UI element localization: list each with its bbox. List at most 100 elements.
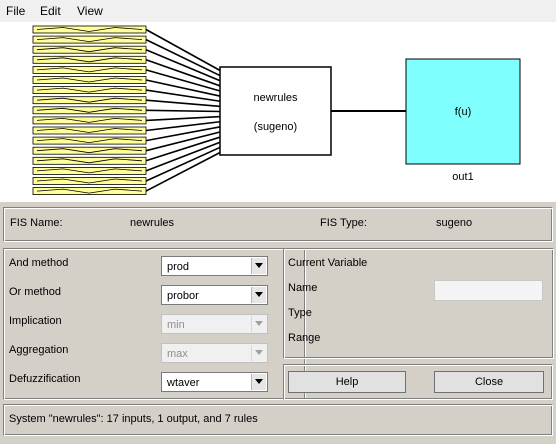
chevron-down-icon [251, 316, 266, 332]
input-variable-box[interactable] [32, 156, 147, 165]
input-variable-box[interactable] [32, 76, 147, 84]
output-variable-box[interactable] [405, 58, 521, 165]
fis-type-value: sugeno [436, 217, 473, 229]
input-connector [145, 151, 222, 192]
input-variable-box[interactable] [32, 187, 147, 196]
close-button[interactable]: Close [434, 371, 544, 393]
variable-name-label: Name [288, 282, 318, 294]
membership-function-icon [36, 188, 143, 194]
menu-view[interactable]: View [77, 4, 103, 18]
input-connector [145, 69, 222, 93]
and-method-select[interactable]: prod [161, 256, 268, 276]
input-connector [145, 28, 222, 72]
implication-select: min [161, 314, 268, 334]
or-method-label: Or method [9, 286, 61, 298]
system-type: (sugeno) [253, 121, 298, 133]
variable-range-label: Range [288, 332, 321, 344]
chevron-down-icon [251, 258, 266, 274]
input-variable-box[interactable] [32, 116, 147, 125]
input-connector [145, 89, 222, 103]
fis-name-value: newrules [130, 217, 175, 229]
or-method-value: probor [167, 290, 199, 302]
input-variable-box[interactable] [32, 25, 147, 34]
defuzzification-label: Defuzzification [9, 373, 81, 385]
chevron-down-icon [251, 374, 266, 390]
membership-function-icon [36, 107, 143, 113]
membership-function-icon [36, 47, 143, 53]
membership-function-icon [36, 138, 143, 144]
and-method-value: prod [167, 261, 190, 273]
menu-file[interactable]: File [6, 4, 26, 18]
input-variable-box[interactable] [32, 55, 147, 64]
input-variable-box[interactable] [32, 126, 147, 135]
fis-info-panel: FIS Name: newrules FIS Type: sugeno [3, 207, 553, 242]
input-connector [145, 125, 222, 142]
fis-name-label: FIS Name: [10, 217, 63, 229]
input-connector [145, 79, 222, 98]
system-name: newrules [253, 92, 298, 104]
aggregation-select: max [161, 343, 268, 363]
input-variable-box[interactable] [32, 166, 147, 175]
aggregation-label: Aggregation [9, 344, 69, 356]
implication-value: min [167, 319, 185, 331]
membership-function-icon [36, 158, 143, 164]
system-box[interactable] [219, 66, 332, 156]
membership-function-icon [36, 97, 143, 103]
input-variable-box[interactable] [32, 86, 147, 94]
methods-panel: And method prod Or method probor Implica… [3, 248, 306, 400]
input-variable-box[interactable] [32, 136, 147, 145]
current-variable-title: Current Variable [288, 257, 368, 269]
fis-diagram-canvas [32, 25, 521, 196]
input-variable-box[interactable] [32, 106, 147, 115]
input-variable-box[interactable] [32, 66, 147, 74]
input-variables [32, 25, 222, 196]
output-function: f(u) [454, 106, 472, 118]
defuzzification-select[interactable]: wtaver [161, 372, 268, 392]
input-connector [145, 99, 222, 108]
implication-label: Implication [9, 315, 62, 327]
membership-function-icon [36, 57, 143, 63]
input-variable-box[interactable] [32, 177, 147, 185]
input-connector [145, 146, 222, 182]
and-method-label: And method [9, 257, 69, 269]
membership-function-icon [36, 77, 143, 83]
input-connector [145, 48, 222, 82]
membership-function-icon [36, 27, 143, 32]
fis-diagram: newrules (sugeno) f(u) out1 [0, 22, 556, 202]
output-name: out1 [452, 171, 474, 183]
membership-function-icon [36, 178, 143, 184]
input-variable-box[interactable] [32, 35, 147, 44]
current-variable-panel: Current Variable Name Type Range [283, 248, 554, 359]
variable-name-field[interactable] [434, 280, 543, 301]
input-connector [145, 136, 222, 162]
status-bar: System "newrules": 17 inputs, 1 output, … [3, 404, 553, 436]
membership-function-icon [36, 168, 143, 174]
chevron-down-icon [251, 345, 266, 361]
membership-function-icon [36, 37, 143, 43]
input-connector [145, 59, 222, 87]
membership-function-icon [36, 128, 143, 133]
menu-bar: File Edit View [0, 0, 556, 23]
variable-type-label: Type [288, 307, 312, 319]
input-connector [145, 38, 222, 77]
input-connector [145, 120, 222, 132]
fis-type-label: FIS Type: [320, 217, 367, 229]
membership-function-icon [36, 67, 143, 73]
buttons-panel: Help Close [283, 364, 553, 400]
membership-function-icon [36, 148, 143, 154]
aggregation-value: max [167, 348, 188, 360]
input-connector [145, 141, 222, 172]
input-connector [145, 109, 222, 113]
input-variable-box[interactable] [32, 45, 147, 54]
input-variable-box[interactable] [32, 96, 147, 105]
or-method-select[interactable]: probor [161, 285, 268, 305]
status-text: System "newrules": 17 inputs, 1 output, … [9, 413, 258, 425]
input-connector [145, 130, 222, 152]
menu-edit[interactable]: Edit [40, 4, 61, 18]
membership-function-icon [36, 87, 143, 93]
membership-function-icon [36, 117, 143, 123]
help-button[interactable]: Help [288, 371, 406, 393]
input-connector [145, 115, 222, 122]
input-variable-box[interactable] [32, 146, 147, 155]
defuzzification-value: wtaver [167, 377, 200, 389]
